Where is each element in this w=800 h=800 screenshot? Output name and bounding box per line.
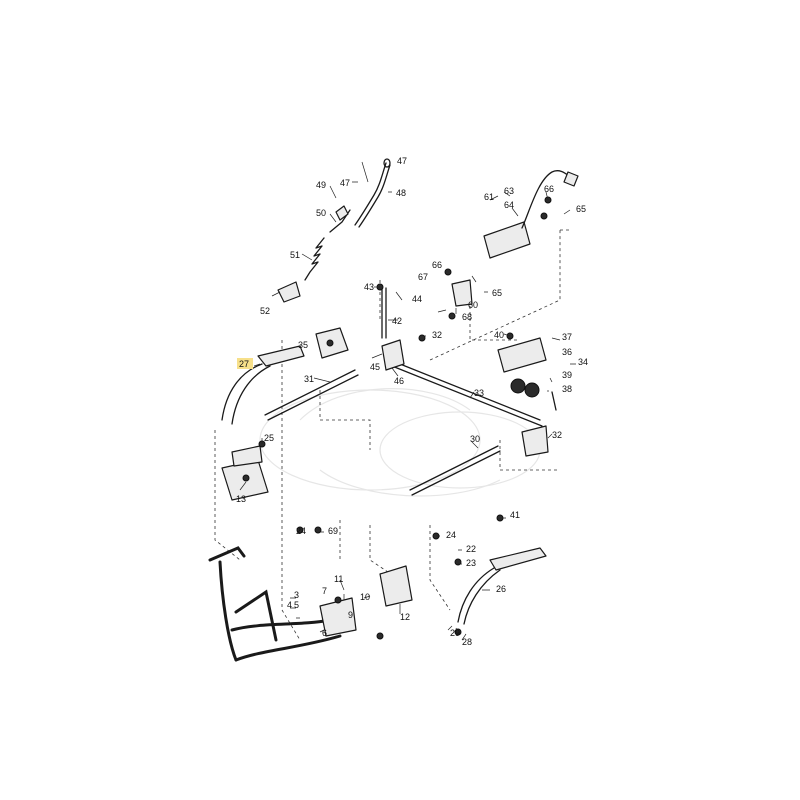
callout-64: 64: [504, 200, 514, 210]
callout-40: 40: [494, 330, 504, 340]
actuator-part-61: [483, 170, 579, 259]
rod-part-30: [409, 445, 501, 496]
callout-34: 34: [578, 357, 588, 367]
callout-63: 63: [504, 186, 514, 196]
callout-3: 3: [294, 590, 299, 600]
lever-part-26: [457, 547, 547, 625]
callout-43: 43: [364, 282, 374, 292]
callout-27-highlight: [237, 358, 253, 369]
assembly-guide-lines: [214, 229, 570, 641]
callout-41: 41: [510, 510, 520, 520]
callout-67: 67: [418, 272, 428, 282]
callout-47-second: 47: [340, 178, 350, 188]
callout-38: 38: [562, 384, 572, 394]
lever-part-27: [221, 345, 305, 425]
callout-48: 48: [396, 188, 406, 198]
callout-13: 13: [236, 494, 246, 504]
callout-39: 39: [562, 370, 572, 380]
callout-10: 10: [360, 592, 370, 602]
callout-49: 49: [316, 180, 326, 190]
callout-46: 46: [394, 376, 404, 386]
callout-36: 36: [562, 347, 572, 357]
callout-69: 69: [328, 526, 338, 536]
callout-52: 52: [260, 306, 270, 316]
callout-24-right: 24: [446, 530, 456, 540]
callout-50: 50: [316, 208, 326, 218]
callout-42: 42: [392, 316, 402, 326]
pedal-frame: [208, 546, 342, 662]
callout-65-upper: 65: [576, 204, 586, 214]
callout-30: 30: [470, 434, 480, 444]
callout-60: 60: [468, 300, 478, 310]
block-part-35: [315, 327, 349, 359]
callout-27: 27: [239, 359, 249, 369]
callout-31: 31: [304, 374, 314, 384]
callout-32-lower: 32: [552, 430, 562, 440]
callout-24-left: 24: [296, 526, 306, 536]
callout-51: 51: [290, 250, 300, 260]
bracket-part-46: [381, 339, 405, 371]
chain-part-48: [354, 158, 391, 228]
callout-44: 44: [412, 294, 422, 304]
pin-part-42: [381, 287, 387, 339]
callout-35: 35: [298, 340, 308, 350]
callout-7: 7: [322, 586, 327, 596]
callout-22: 22: [466, 544, 476, 554]
callout-23: 23: [466, 558, 476, 568]
bracket-part-shaft-end: [521, 425, 549, 457]
callout-68: 68: [462, 312, 472, 322]
shaft-part-33: [389, 359, 543, 427]
leader-lines: [239, 161, 576, 641]
callout-33: 33: [474, 388, 484, 398]
bracket-part-37: [497, 337, 557, 411]
callout-5: 5: [294, 600, 299, 610]
callout-45: 45: [370, 362, 380, 372]
callout-labels: 47 48 49 47 50 51 52 35 27 31 25 13 24 6…: [236, 156, 588, 647]
callout-28: 28: [462, 637, 472, 647]
rod-part-31: [264, 369, 359, 421]
callout-32-upper: 32: [432, 330, 442, 340]
callout-9: 9: [348, 610, 353, 620]
callout-66-lower: 66: [432, 260, 442, 270]
callout-37: 37: [562, 332, 572, 342]
bracket-part-12: [379, 565, 413, 607]
callout-11: 11: [334, 574, 343, 584]
callout-29: 29: [450, 628, 460, 638]
bracket-part-13: [221, 445, 269, 501]
bracket-part-60: [451, 279, 473, 307]
callout-65-lower: 65: [492, 288, 502, 298]
callout-4: 4: [287, 600, 292, 610]
callout-6: 6: [322, 628, 327, 638]
callout-25: 25: [264, 433, 274, 443]
callout-12: 12: [400, 612, 410, 622]
callout-26: 26: [496, 584, 506, 594]
deck-ghost-outline: [259, 388, 541, 497]
callout-47: 47: [397, 156, 407, 166]
spring-part-51: [304, 205, 351, 281]
callout-66-upper: 66: [544, 184, 554, 194]
bracket-part-52: [277, 281, 301, 303]
fasteners: [258, 196, 552, 640]
callout-61: 61: [484, 192, 494, 202]
